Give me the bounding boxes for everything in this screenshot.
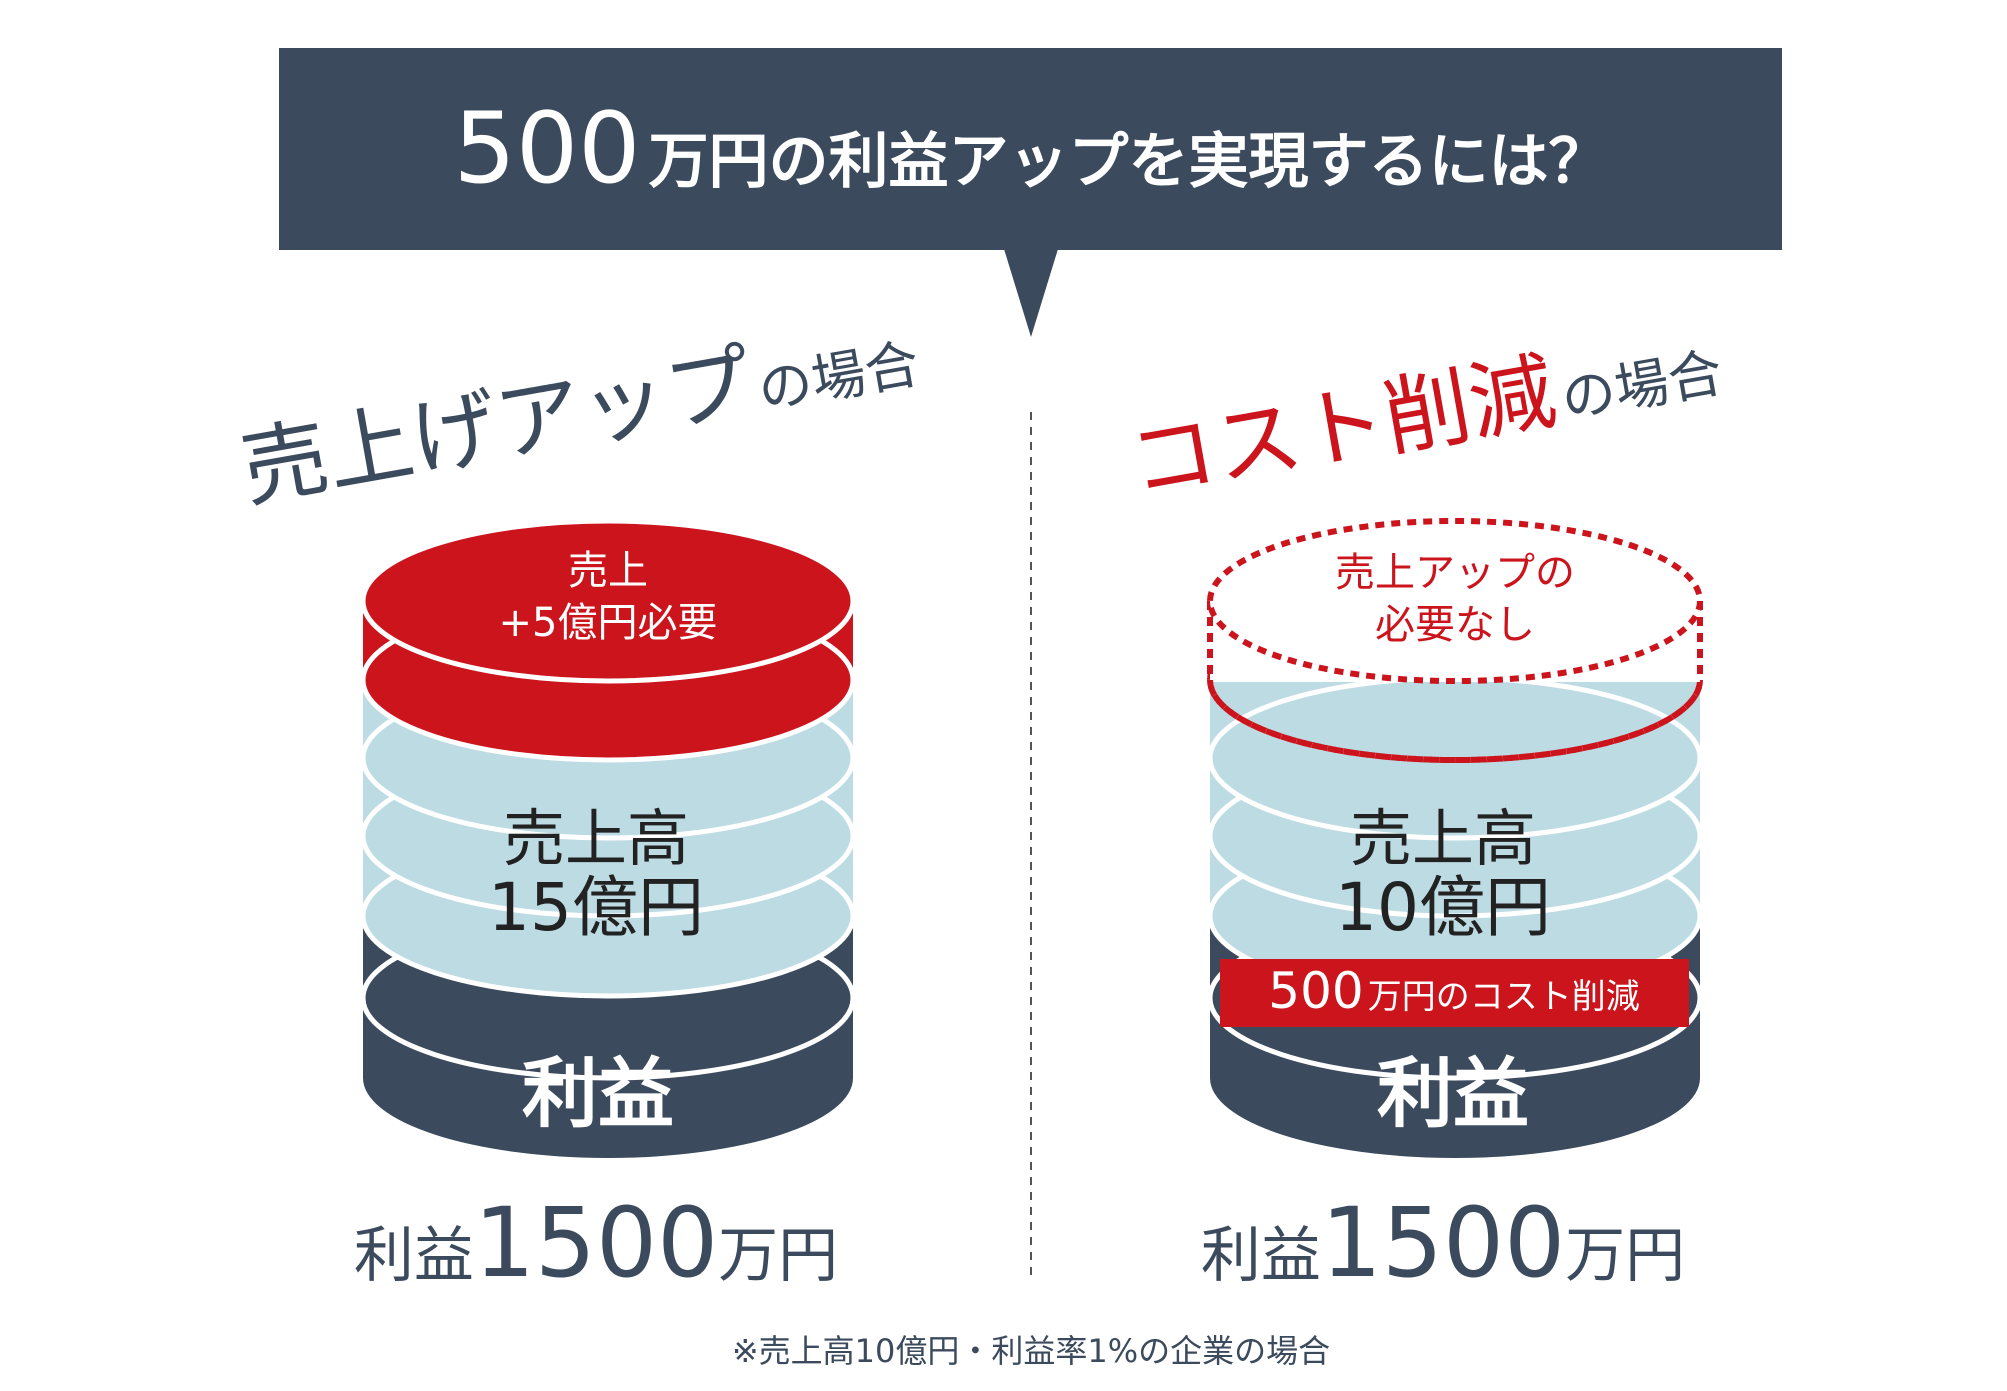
right-top-label-1: 売上アップの xyxy=(1335,550,1575,596)
banner-background xyxy=(279,48,1782,250)
cost-cut-badge-background xyxy=(1220,959,1689,1027)
right-sales-label-1: 売上高 xyxy=(1350,802,1536,875)
right-result: 利益1500万円 xyxy=(1201,1187,1685,1299)
dashed-layer-bottom-arc xyxy=(1207,679,1703,763)
banner-pointer xyxy=(1004,249,1058,337)
right-cylinder xyxy=(1207,518,1703,1158)
left-heading: 売上げアップの場合 xyxy=(234,303,925,520)
right-heading: コスト削減の場合 xyxy=(1122,312,1728,514)
left-top-label-1: 売上 xyxy=(568,548,648,594)
right-sales-label-2: 10億円 xyxy=(1335,869,1551,946)
right-top-label-2: 必要なし xyxy=(1375,602,1535,648)
dashed-layer-top xyxy=(1207,518,1703,684)
left-sales-label-2: 15億円 xyxy=(488,869,704,946)
right-profit-label: 利益 xyxy=(1377,1049,1529,1138)
left-top-label-2: +5億円必要 xyxy=(499,600,718,646)
title-banner xyxy=(279,48,1782,337)
left-cylinder xyxy=(360,518,856,1158)
left-profit-label: 利益 xyxy=(522,1049,674,1138)
left-result: 利益1500万円 xyxy=(354,1187,838,1299)
cost-cut-badge xyxy=(1220,959,1689,1027)
left-sales-label-1: 売上高 xyxy=(503,802,689,875)
cylinder-top xyxy=(360,518,856,684)
footnote: ※売上高10億円・利益率1%の企業の場合 xyxy=(732,1332,1330,1370)
